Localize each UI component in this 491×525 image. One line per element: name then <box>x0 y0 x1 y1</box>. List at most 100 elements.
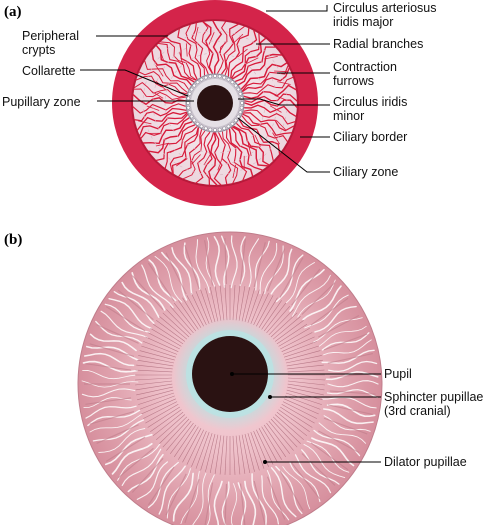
vessel <box>165 36 198 80</box>
vessel <box>228 128 254 177</box>
vessel <box>227 27 250 77</box>
dilator-fiber <box>323 339 372 356</box>
iris-fold <box>224 238 228 285</box>
fine-line <box>287 386 324 396</box>
vessel-branch <box>194 26 199 41</box>
iris-fold <box>85 363 132 371</box>
fine-line <box>284 345 319 358</box>
fine-line <box>261 426 282 460</box>
fine-line <box>138 392 175 405</box>
fine-line <box>147 406 180 428</box>
iris-fold <box>318 314 360 338</box>
fine-line <box>287 377 326 381</box>
iris-fold <box>266 248 286 292</box>
fine-line <box>244 288 255 323</box>
vessel <box>155 44 195 83</box>
fine-line <box>166 420 192 451</box>
fine-line <box>219 435 225 475</box>
dilator-fiber <box>261 475 279 525</box>
pupillary-fine-lines <box>134 285 326 475</box>
fine-line <box>232 435 236 475</box>
fine-line <box>256 429 274 465</box>
dilator-fiber <box>266 470 290 521</box>
fine-line <box>241 287 251 322</box>
iris-fold <box>310 442 349 471</box>
fine-line <box>186 429 204 465</box>
dilator-fiber <box>89 333 137 352</box>
fine-line <box>214 435 222 474</box>
fine-line <box>241 434 251 473</box>
vessel <box>164 126 198 169</box>
dilator-fiber <box>195 239 210 294</box>
vessel <box>241 67 290 93</box>
collarette-bead <box>192 118 197 123</box>
dilator-fiber <box>81 388 136 398</box>
vessel-branch <box>246 57 259 64</box>
vessel <box>142 117 190 145</box>
iris-fold <box>318 430 360 454</box>
fine-line <box>152 411 184 437</box>
dilator-fiber <box>213 480 223 525</box>
vessel <box>230 30 258 79</box>
vessel <box>235 46 276 82</box>
collarette-bead <box>203 126 208 131</box>
collarette-bead <box>189 114 194 119</box>
fine-line <box>238 435 246 474</box>
collarette-bead <box>226 124 231 129</box>
collarette-bead <box>186 101 190 105</box>
fine-line <box>209 434 219 473</box>
dilator-fibers <box>81 235 379 525</box>
vessel <box>177 28 202 78</box>
dilator-fiber <box>121 281 160 318</box>
iris-fold <box>85 397 132 405</box>
fine-line <box>247 433 260 471</box>
fine-line <box>191 430 207 467</box>
collarette-bead <box>208 74 213 79</box>
iris-fold <box>184 478 200 524</box>
iris-fold <box>131 457 164 493</box>
fine-line <box>219 285 225 321</box>
dilator-fiber <box>92 419 145 442</box>
fine-line <box>256 295 274 327</box>
dilator-fiber <box>166 468 191 519</box>
dilator-fiber <box>297 279 336 318</box>
dilator-fiber <box>172 472 194 522</box>
vessel <box>191 22 209 75</box>
vessel <box>169 127 199 174</box>
collarette-bead <box>230 80 235 85</box>
fine-line <box>278 328 310 347</box>
vessel <box>155 124 196 162</box>
fine-line <box>152 323 184 345</box>
iris-fold <box>89 343 135 357</box>
fine-line <box>159 416 188 444</box>
fine-line <box>224 435 228 475</box>
vessel-branch <box>264 56 278 60</box>
vessel <box>225 130 248 181</box>
fine-line <box>200 289 213 323</box>
fine-line <box>268 420 294 451</box>
leaders-b <box>230 372 381 464</box>
dilator-fiber <box>318 325 367 347</box>
dilator-fiber <box>98 428 146 453</box>
vessel <box>232 126 269 167</box>
fine-line <box>270 418 298 448</box>
label-radial-branches: Radial branches <box>333 37 423 51</box>
iris-fold <box>291 462 321 500</box>
label-circulus-arteriosus: Circulus arteriosus iridis major <box>333 1 440 29</box>
fine-line <box>272 416 301 444</box>
fine-line <box>270 312 298 338</box>
collarette-bead <box>189 87 194 92</box>
dilator-fiber <box>82 369 136 380</box>
fine-line <box>159 316 188 340</box>
vessel <box>224 25 245 76</box>
iris-fold <box>253 242 266 288</box>
fine-line <box>182 428 202 463</box>
fine-line <box>143 401 178 419</box>
collarette-bead <box>238 91 243 96</box>
fine-line <box>136 364 173 370</box>
fine-line <box>235 435 241 475</box>
iris-fold <box>323 417 368 435</box>
vessel-branch <box>237 48 248 58</box>
dilator-fiber <box>294 454 332 494</box>
